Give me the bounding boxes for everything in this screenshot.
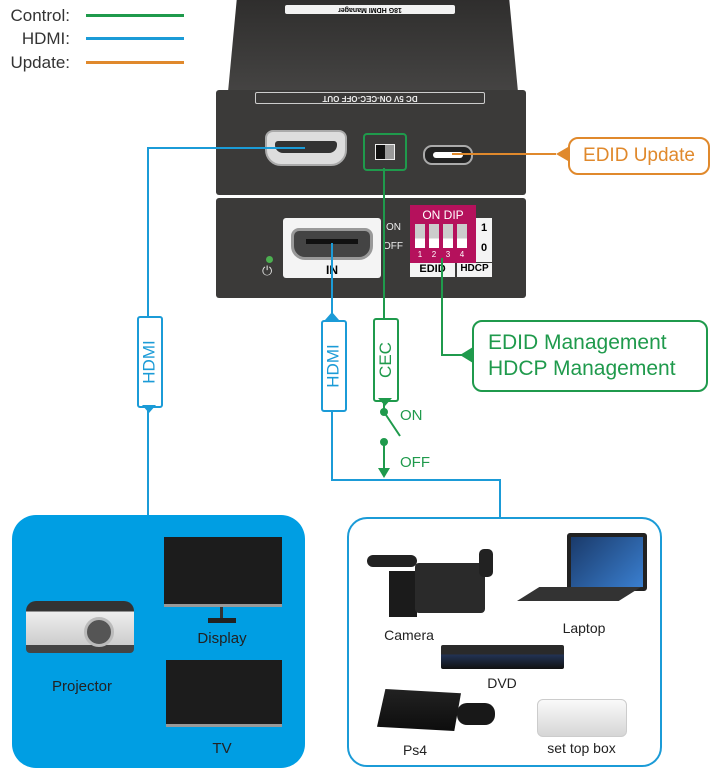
- ps4-controller: [457, 703, 495, 725]
- hdcp-label: HDCP: [457, 263, 492, 277]
- dip-number: 1: [417, 250, 423, 259]
- dip-state-legend: 1 0: [476, 218, 492, 262]
- cec-arrow: [378, 468, 390, 478]
- cec-switch-lever: [383, 411, 401, 437]
- arrow-down-icon: [142, 405, 156, 413]
- edid-label: EDID: [410, 263, 455, 277]
- cec-on-label: ON: [400, 407, 423, 424]
- legend-control-line: [86, 14, 184, 17]
- hdmi-out-link-label: HDMI: [137, 316, 163, 408]
- dip-toggle-2[interactable]: [429, 224, 439, 248]
- projector-label: Projector: [51, 678, 113, 695]
- laptop-base: [517, 587, 641, 601]
- legend-update-label: Update:: [10, 53, 70, 72]
- display-image: [164, 537, 282, 607]
- cec-off-label: OFF: [400, 454, 430, 471]
- dvd-label: DVD: [487, 675, 517, 691]
- callout-pointer: [460, 347, 473, 363]
- dip-switch[interactable]: ON DIP 1 2 3 4: [410, 205, 476, 263]
- dip-state-1: 1: [480, 222, 488, 234]
- legend-hdmi-line: [86, 37, 184, 40]
- set-top-box-image: [537, 699, 627, 737]
- arrow-up-icon: [325, 312, 339, 320]
- camera-label: Camera: [384, 627, 434, 643]
- display-stand: [220, 607, 223, 619]
- hdmi-in-text: HDMI: [324, 344, 344, 388]
- hdmi-out-line: [147, 147, 305, 516]
- camera-image: [367, 549, 497, 619]
- power-led: [266, 256, 273, 263]
- dip-toggle-4[interactable]: [457, 224, 467, 248]
- dip-toggle-1[interactable]: [415, 224, 425, 248]
- cec-link-label: CEC: [373, 318, 399, 402]
- legend-hdmi-label: HDMI:: [21, 29, 70, 48]
- laptop-image: [567, 533, 647, 591]
- ps4-label: Ps4: [402, 742, 428, 758]
- dip-number: 2: [431, 250, 437, 259]
- display-base: [208, 618, 236, 623]
- dip-control-line: [441, 258, 462, 356]
- arrow-down-icon: [378, 398, 392, 406]
- dip-on-label: ON: [386, 222, 401, 233]
- tv-image: [166, 660, 282, 727]
- laptop-label: Laptop: [562, 620, 606, 636]
- dip-title: ON DIP: [422, 208, 464, 222]
- legend-control-label: Control:: [10, 6, 70, 25]
- dip-toggle-3[interactable]: [443, 224, 453, 248]
- dip-number: 4: [459, 250, 465, 259]
- dvd-image: [441, 645, 564, 669]
- tv-label: TV: [212, 740, 232, 757]
- output-devices-box: Projector Display TV: [12, 515, 305, 768]
- edid-update-callout: EDID Update: [568, 137, 710, 175]
- dip-off-label: OFF: [383, 241, 403, 252]
- device-top: [228, 0, 518, 92]
- display-label: Display: [197, 630, 247, 647]
- ps4-image: [377, 689, 461, 731]
- dip-state-0: 0: [480, 242, 488, 254]
- callout-pointer: [556, 147, 568, 161]
- hdcp-management-text: HDCP Management: [488, 357, 676, 380]
- legend-update-line: [86, 61, 184, 64]
- cec-on-dot: [380, 408, 388, 416]
- edid-management-text: EDID Management: [488, 331, 667, 354]
- cec-text: CEC: [376, 342, 395, 378]
- dip-number: 3: [445, 250, 451, 259]
- projector-image: [26, 601, 134, 653]
- hdmi-out-text: HDMI: [140, 340, 160, 384]
- management-callout: EDID Management HDCP Management: [472, 320, 708, 392]
- source-devices-box: Camera Laptop DVD Ps4 set top box: [347, 517, 662, 767]
- power-icon: ⏻: [262, 263, 273, 278]
- set-top-box-label: set top box: [547, 740, 616, 756]
- hdmi-in-link-label: HDMI: [321, 320, 347, 412]
